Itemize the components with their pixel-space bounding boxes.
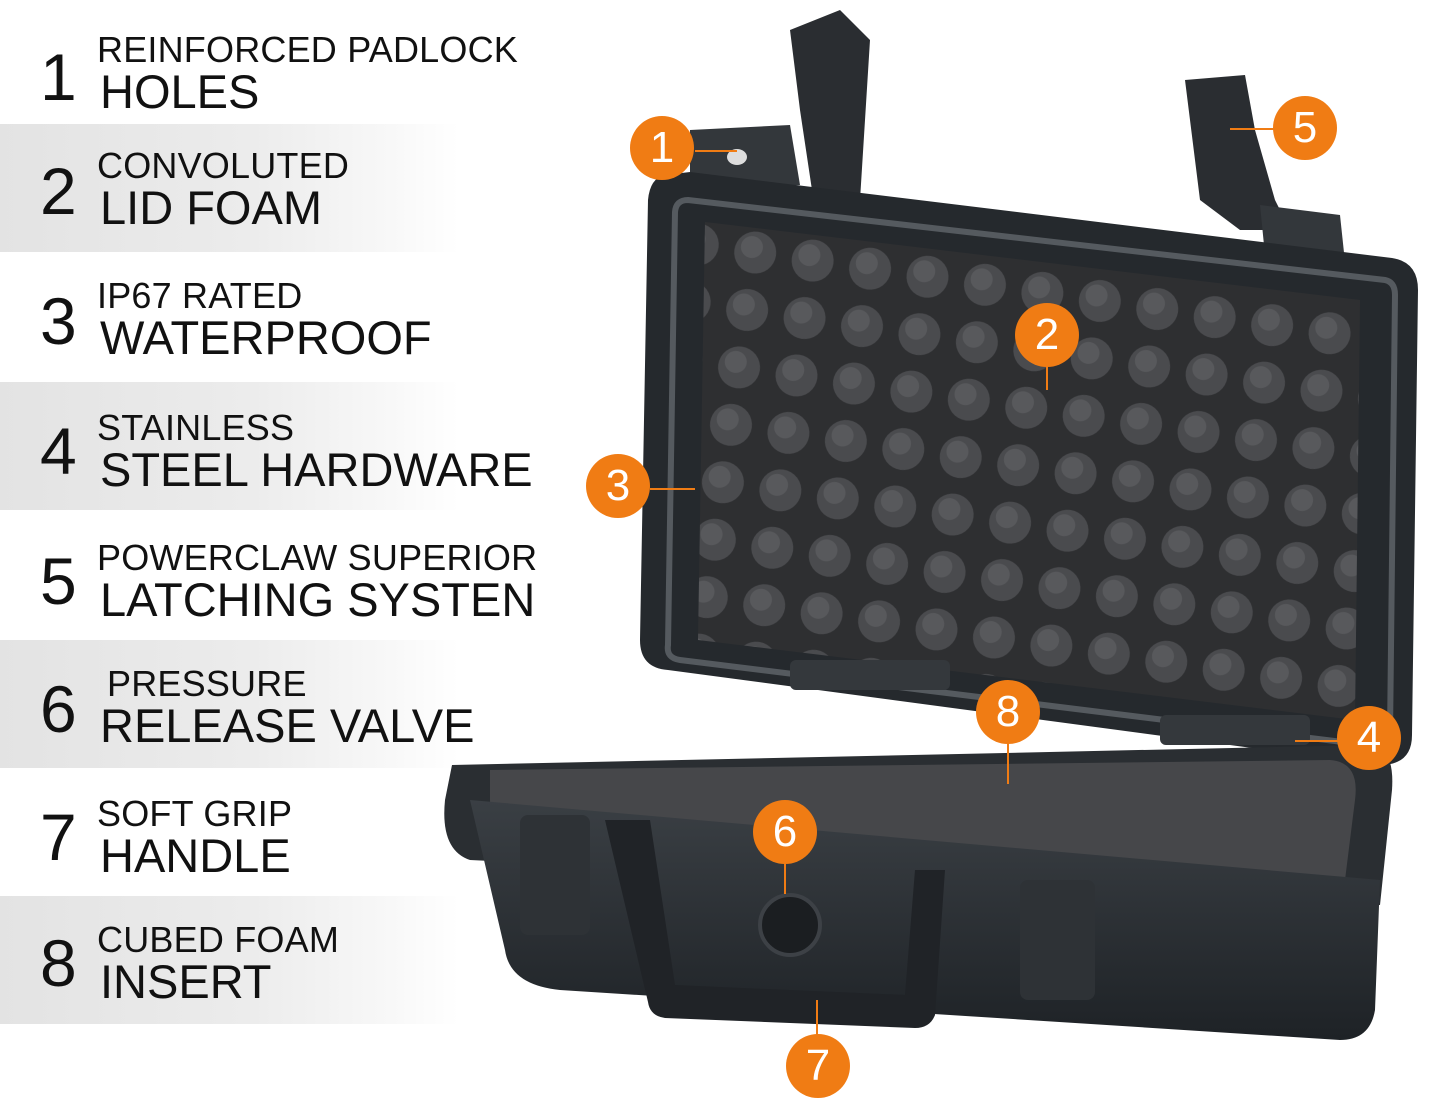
feature-title-line1: CONVOLUTED bbox=[97, 145, 350, 186]
hard-case-image bbox=[444, 10, 1418, 1040]
callout-leader-6 bbox=[784, 862, 786, 894]
callout-1: 1 bbox=[630, 116, 694, 180]
feature-3: 3 IP67 RATED WATERPROOF bbox=[0, 254, 560, 382]
feature-number: 6 bbox=[40, 672, 77, 746]
feature-title-line1: CUBED FOAM bbox=[97, 919, 340, 960]
feature-title-line2: INSERT bbox=[100, 955, 272, 1008]
feature-8: 8 CUBED FOAM INSERT bbox=[0, 896, 560, 1024]
feature-title-line2: LID FOAM bbox=[100, 181, 322, 234]
feature-number: 1 bbox=[40, 40, 77, 114]
feature-number: 8 bbox=[40, 926, 77, 1000]
callout-leader-2 bbox=[1046, 362, 1048, 390]
feature-title-line2: HOLES bbox=[100, 65, 260, 118]
feature-title-line1: SOFT GRIP bbox=[97, 793, 293, 834]
feature-title-line2: LATCHING SYSTEN bbox=[100, 573, 536, 626]
feature-number: 2 bbox=[40, 154, 77, 228]
callout-4: 4 bbox=[1337, 706, 1401, 770]
feature-title-line1: POWERCLAW SUPERIOR bbox=[97, 537, 538, 578]
feature-number: 5 bbox=[40, 544, 77, 618]
callout-6: 6 bbox=[753, 800, 817, 864]
callout-leader-8 bbox=[1007, 742, 1009, 784]
feature-number: 7 bbox=[40, 800, 77, 874]
callout-2: 2 bbox=[1015, 303, 1079, 367]
feature-title-line1: REINFORCED PADLOCK bbox=[97, 29, 518, 70]
callout-leader-7 bbox=[816, 1000, 818, 1036]
feature-2: 2 CONVOLUTED LID FOAM bbox=[0, 124, 560, 252]
feature-7: 7 SOFT GRIP HANDLE bbox=[0, 768, 560, 896]
callout-3: 3 bbox=[586, 454, 650, 518]
feature-title-line1: STAINLESS bbox=[97, 407, 295, 448]
feature-title-line2: RELEASE VALVE bbox=[100, 699, 475, 752]
feature-4: 4 STAINLESS STEEL HARDWARE bbox=[0, 382, 560, 510]
feature-6: 6 PRESSURE RELEASE VALVE bbox=[0, 640, 560, 768]
callout-8: 8 bbox=[976, 680, 1040, 744]
feature-title-line1: PRESSURE bbox=[107, 663, 307, 704]
callout-5: 5 bbox=[1273, 96, 1337, 160]
callout-7: 7 bbox=[786, 1034, 850, 1098]
feature-title-line2: HANDLE bbox=[100, 829, 291, 882]
callout-leader-4 bbox=[1295, 740, 1340, 742]
feature-5: 5 POWERCLAW SUPERIOR LATCHING SYSTEN bbox=[0, 512, 560, 640]
feature-title-line2: STEEL HARDWARE bbox=[100, 443, 533, 496]
callout-leader-1 bbox=[695, 150, 737, 152]
feature-title-line2: WATERPROOF bbox=[100, 311, 432, 364]
feature-number: 3 bbox=[40, 284, 77, 358]
callout-leader-3 bbox=[650, 488, 695, 490]
feature-title-line1: IP67 RATED bbox=[97, 275, 303, 316]
feature-1: 1 REINFORCED PADLOCK HOLES bbox=[0, 20, 560, 148]
callout-leader-5 bbox=[1230, 128, 1275, 130]
feature-number: 4 bbox=[40, 414, 77, 488]
